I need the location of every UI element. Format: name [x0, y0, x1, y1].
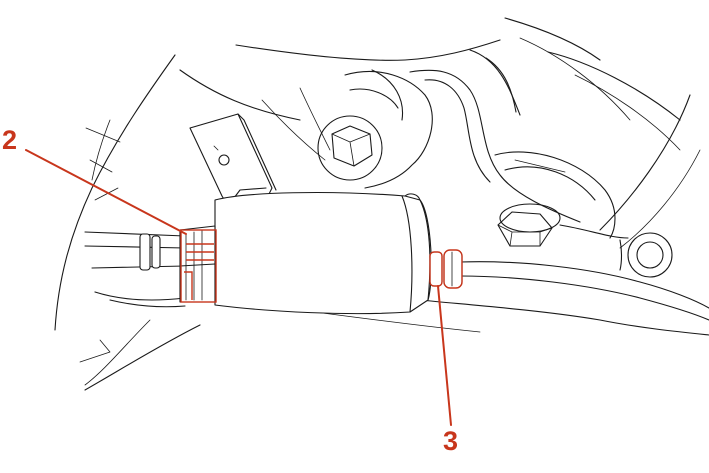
bolt-head [317, 69, 433, 189]
frame-contours [54, 17, 701, 391]
eye-clip [559, 224, 673, 278]
fuel-line-right [299, 261, 709, 336]
callout-3-leader [437, 285, 452, 426]
callout-3-highlight [429, 249, 463, 289]
mounting-bracket [189, 113, 277, 207]
callout-3-label: 3 [443, 426, 459, 456]
callout-2-leader [25, 149, 187, 235]
flange-nut [497, 203, 561, 247]
fuel-line-left [84, 231, 186, 308]
frame-brace [409, 49, 616, 239]
callout-2-highlight [180, 229, 217, 303]
callout-2-label: 2 [2, 125, 18, 155]
fuel-filter [179, 191, 463, 315]
